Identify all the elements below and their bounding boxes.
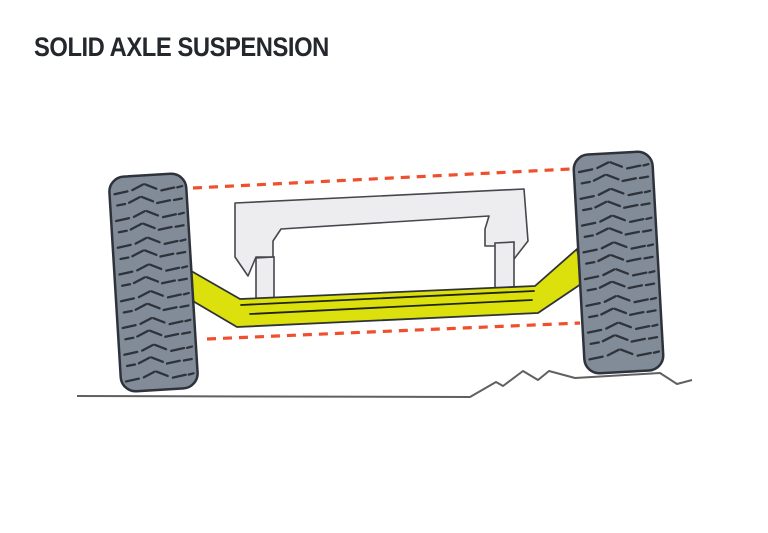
travel-line-bottom bbox=[206, 321, 581, 341]
left-tire-tread bbox=[113, 183, 195, 383]
travel-line-top bbox=[192, 167, 572, 190]
left-tire bbox=[108, 172, 199, 393]
right-tire-tread bbox=[577, 161, 661, 361]
right-axle-post bbox=[494, 241, 515, 294]
chassis-frame bbox=[234, 188, 529, 277]
left-axle-post bbox=[255, 256, 275, 302]
right-tire bbox=[572, 150, 665, 375]
axle-detail-line-1 bbox=[240, 290, 535, 306]
ground-line bbox=[76, 370, 693, 398]
axle-detail-line-2 bbox=[249, 299, 533, 315]
page-title: SOLID AXLE SUSPENSION bbox=[34, 32, 329, 62]
